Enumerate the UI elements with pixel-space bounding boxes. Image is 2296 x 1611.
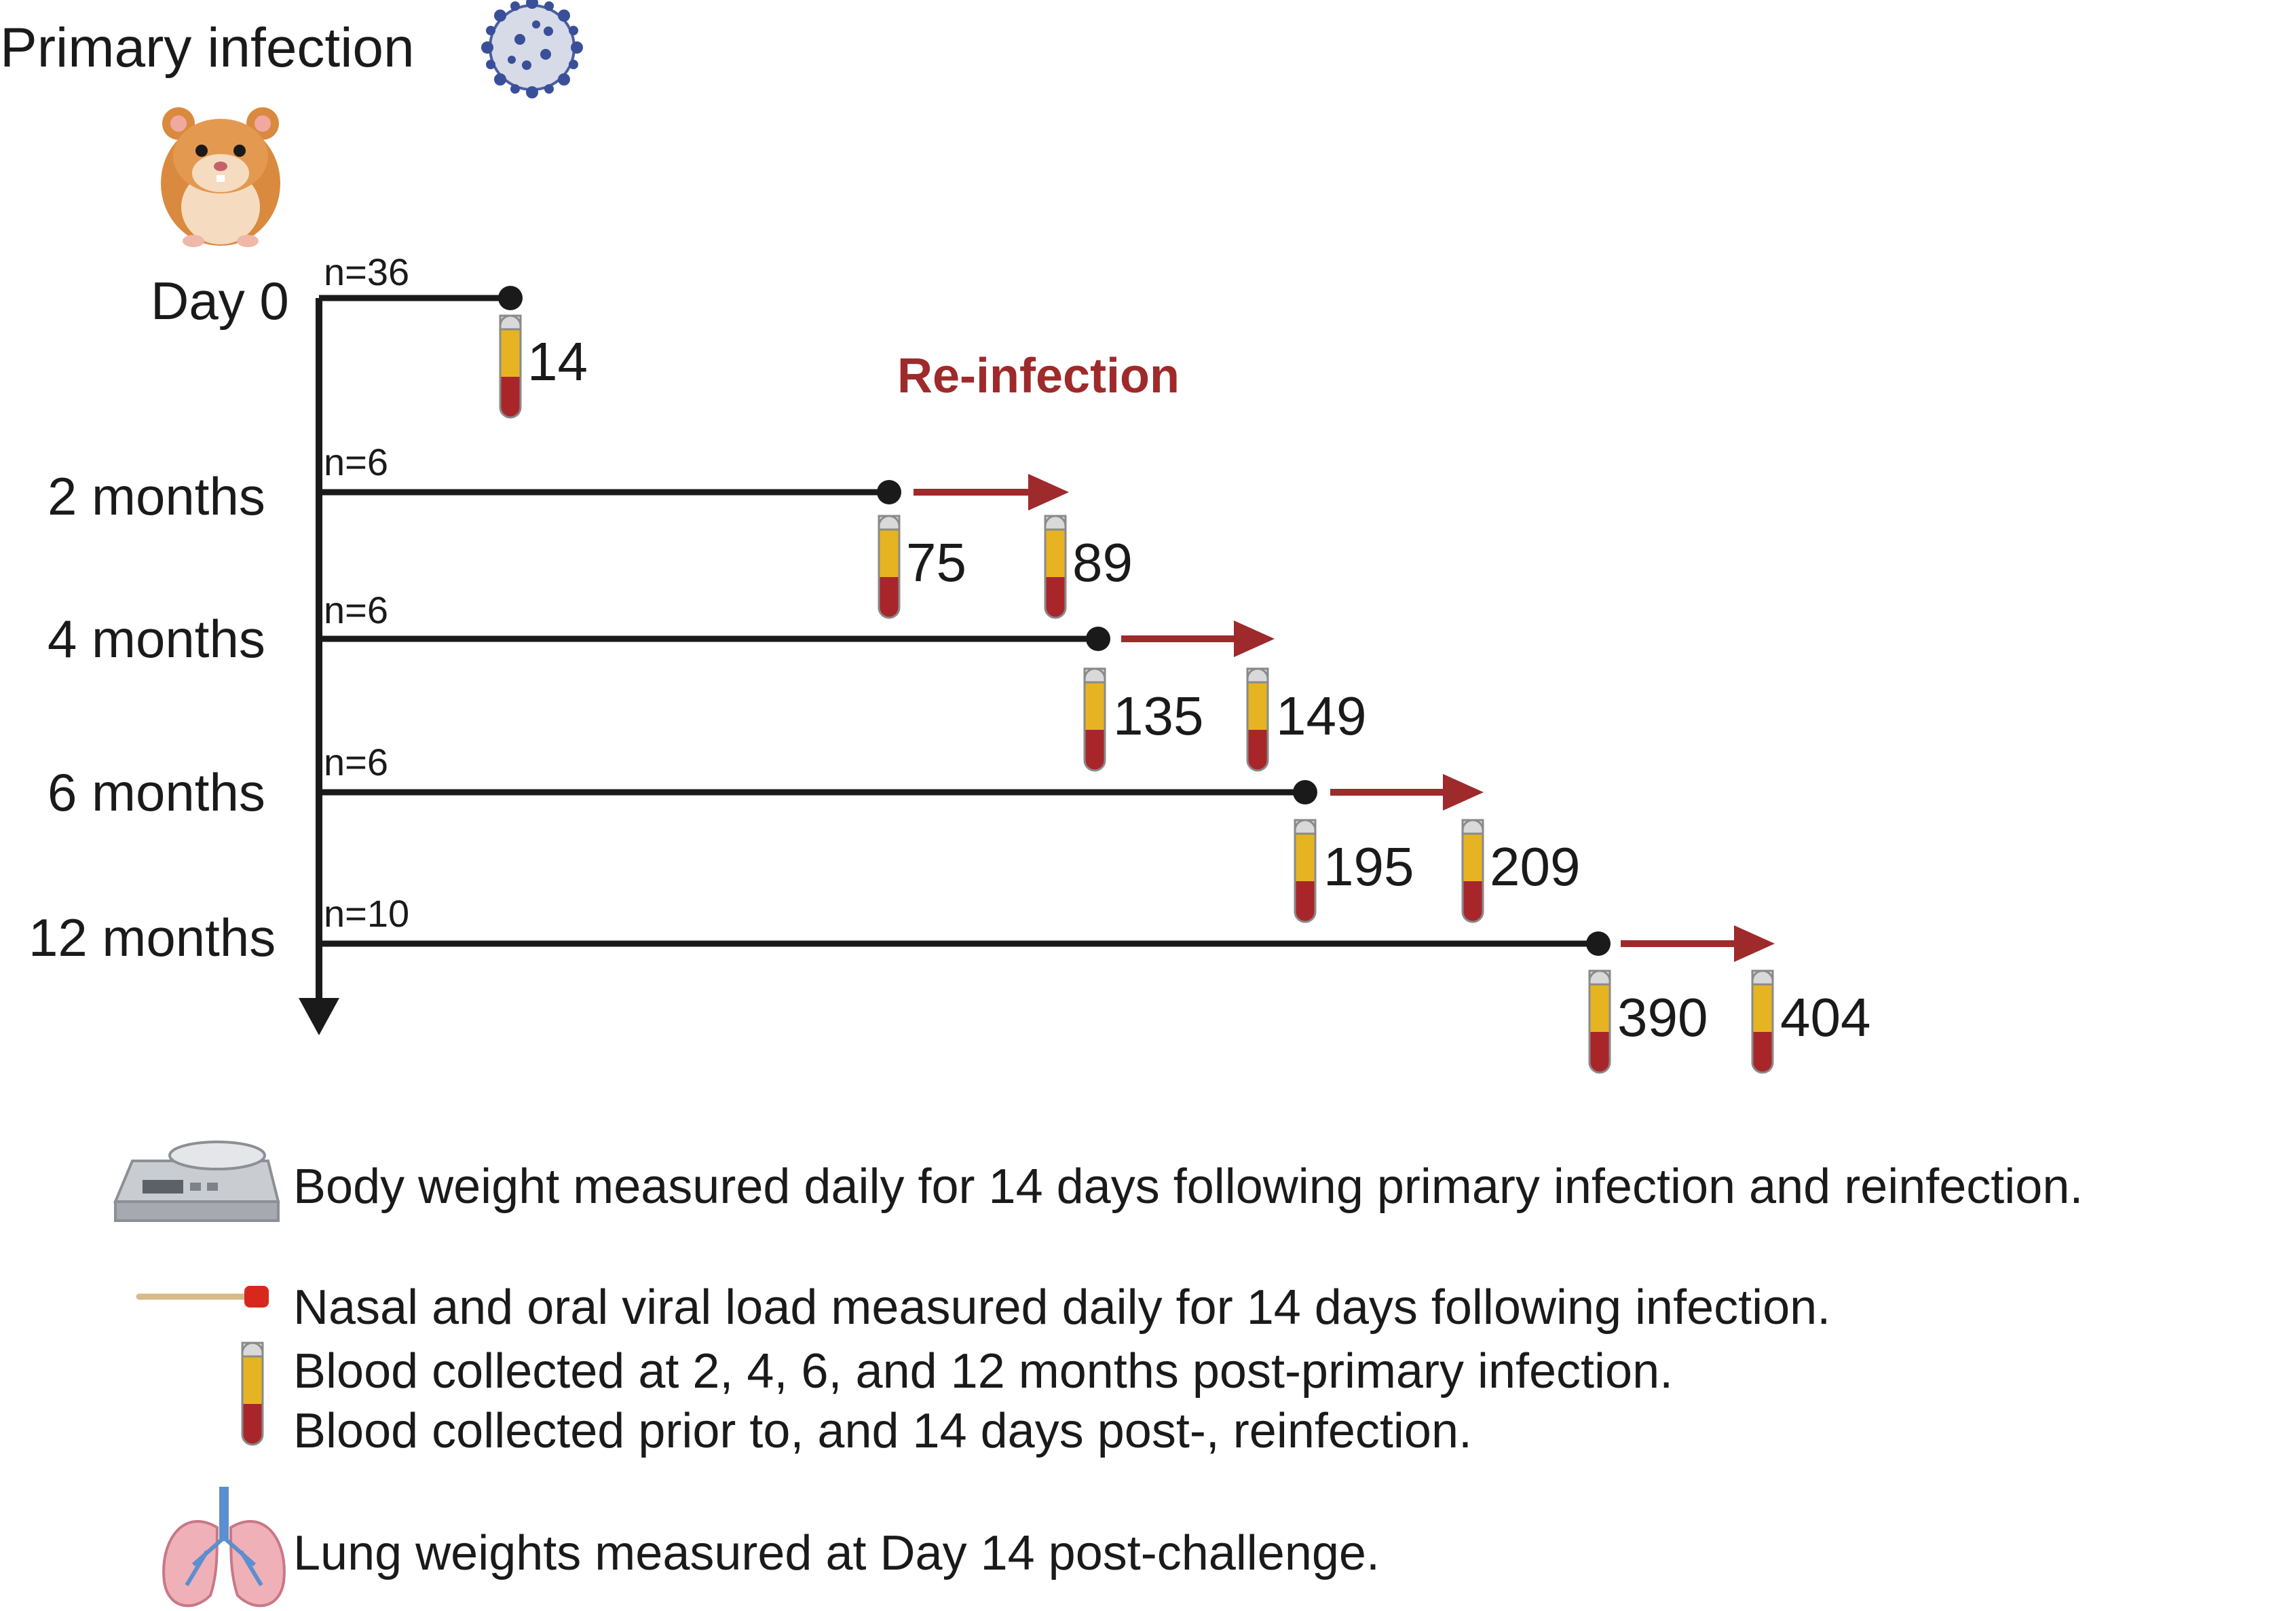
group-size: n=6 [324, 441, 388, 483]
legend-blood-2: Blood collected prior to, and 14 days po… [293, 1404, 1472, 1458]
sample-day: 209 [1490, 836, 1580, 897]
sample-day: 149 [1276, 686, 1366, 746]
legend-weight: Body weight measured daily for 14 days f… [293, 1160, 2083, 1214]
sample-day: 135 [1113, 686, 1203, 746]
blood-tube-icon [499, 314, 522, 419]
legend-blood-1: Blood collected at 2, 4, 6, and 12 month… [293, 1344, 1673, 1399]
hamster-icon [161, 107, 280, 247]
legend-swab: Nasal and oral viral load measured daily… [293, 1280, 1830, 1335]
timeline-row-12-months: 12 months n=10 390 404 [29, 892, 1870, 1074]
row-label: 12 months [29, 908, 276, 967]
blood-tube-icon [1044, 515, 1067, 619]
blood-tube-icon [1461, 819, 1484, 923]
group-size: n=6 [324, 589, 388, 631]
blood-tube-icon [1588, 969, 1611, 1074]
reinfection-arrow [1330, 774, 1484, 811]
timeline-row-2-months: 2 months n=6 75 89 [48, 441, 1133, 619]
sample-day: 195 [1323, 836, 1414, 897]
timeline-row-6-months: 6 months n=6 195 209 [48, 741, 1580, 923]
legend: Body weight measured daily for 14 days f… [113, 1141, 2083, 1608]
group-size: n=10 [324, 892, 409, 935]
timepoint-marker [1086, 627, 1110, 651]
reinfection-heading: Re-infection [897, 349, 1180, 403]
swab-icon [136, 1286, 269, 1308]
group-size: n=36 [324, 251, 409, 293]
sample-day: 14 [527, 331, 588, 392]
row-label: 6 months [48, 762, 265, 822]
row-label: Day 0 [151, 271, 289, 331]
sample-day: 390 [1617, 987, 1708, 1048]
timepoint-marker [498, 286, 523, 310]
virus-icon [481, 0, 583, 98]
reinfection-arrow [1121, 621, 1275, 657]
sample-day: 89 [1072, 532, 1133, 593]
row-label: 4 months [48, 609, 265, 669]
blood-tube-icon [241, 1341, 264, 1446]
timepoint-marker [877, 480, 901, 504]
blood-tube-icon [1751, 969, 1774, 1074]
timeline-row-day-0: Day 0 n=36 14 [151, 251, 588, 419]
timeline-row-4-months: 4 months n=6 135 149 [48, 589, 1366, 772]
sample-day: 404 [1780, 987, 1870, 1048]
scale-icon [113, 1141, 280, 1222]
blood-tube-icon [1294, 819, 1317, 923]
group-size: n=6 [324, 741, 388, 783]
row-label: 2 months [48, 466, 265, 526]
legend-lung: Lung weights measured at Day 14 post-cha… [293, 1526, 1380, 1580]
blood-tube-icon [1246, 667, 1269, 772]
time-axis [299, 298, 339, 1035]
reinfection-arrow [1621, 925, 1775, 962]
sample-day: 75 [906, 532, 966, 593]
lungs-icon [162, 1487, 286, 1608]
blood-tube-icon [878, 515, 901, 619]
blood-tube-icon [1083, 667, 1106, 772]
timepoint-marker [1293, 780, 1317, 804]
timepoint-marker [1586, 931, 1611, 956]
title: Primary infection [0, 17, 415, 79]
reinfection-arrow [914, 474, 1069, 511]
